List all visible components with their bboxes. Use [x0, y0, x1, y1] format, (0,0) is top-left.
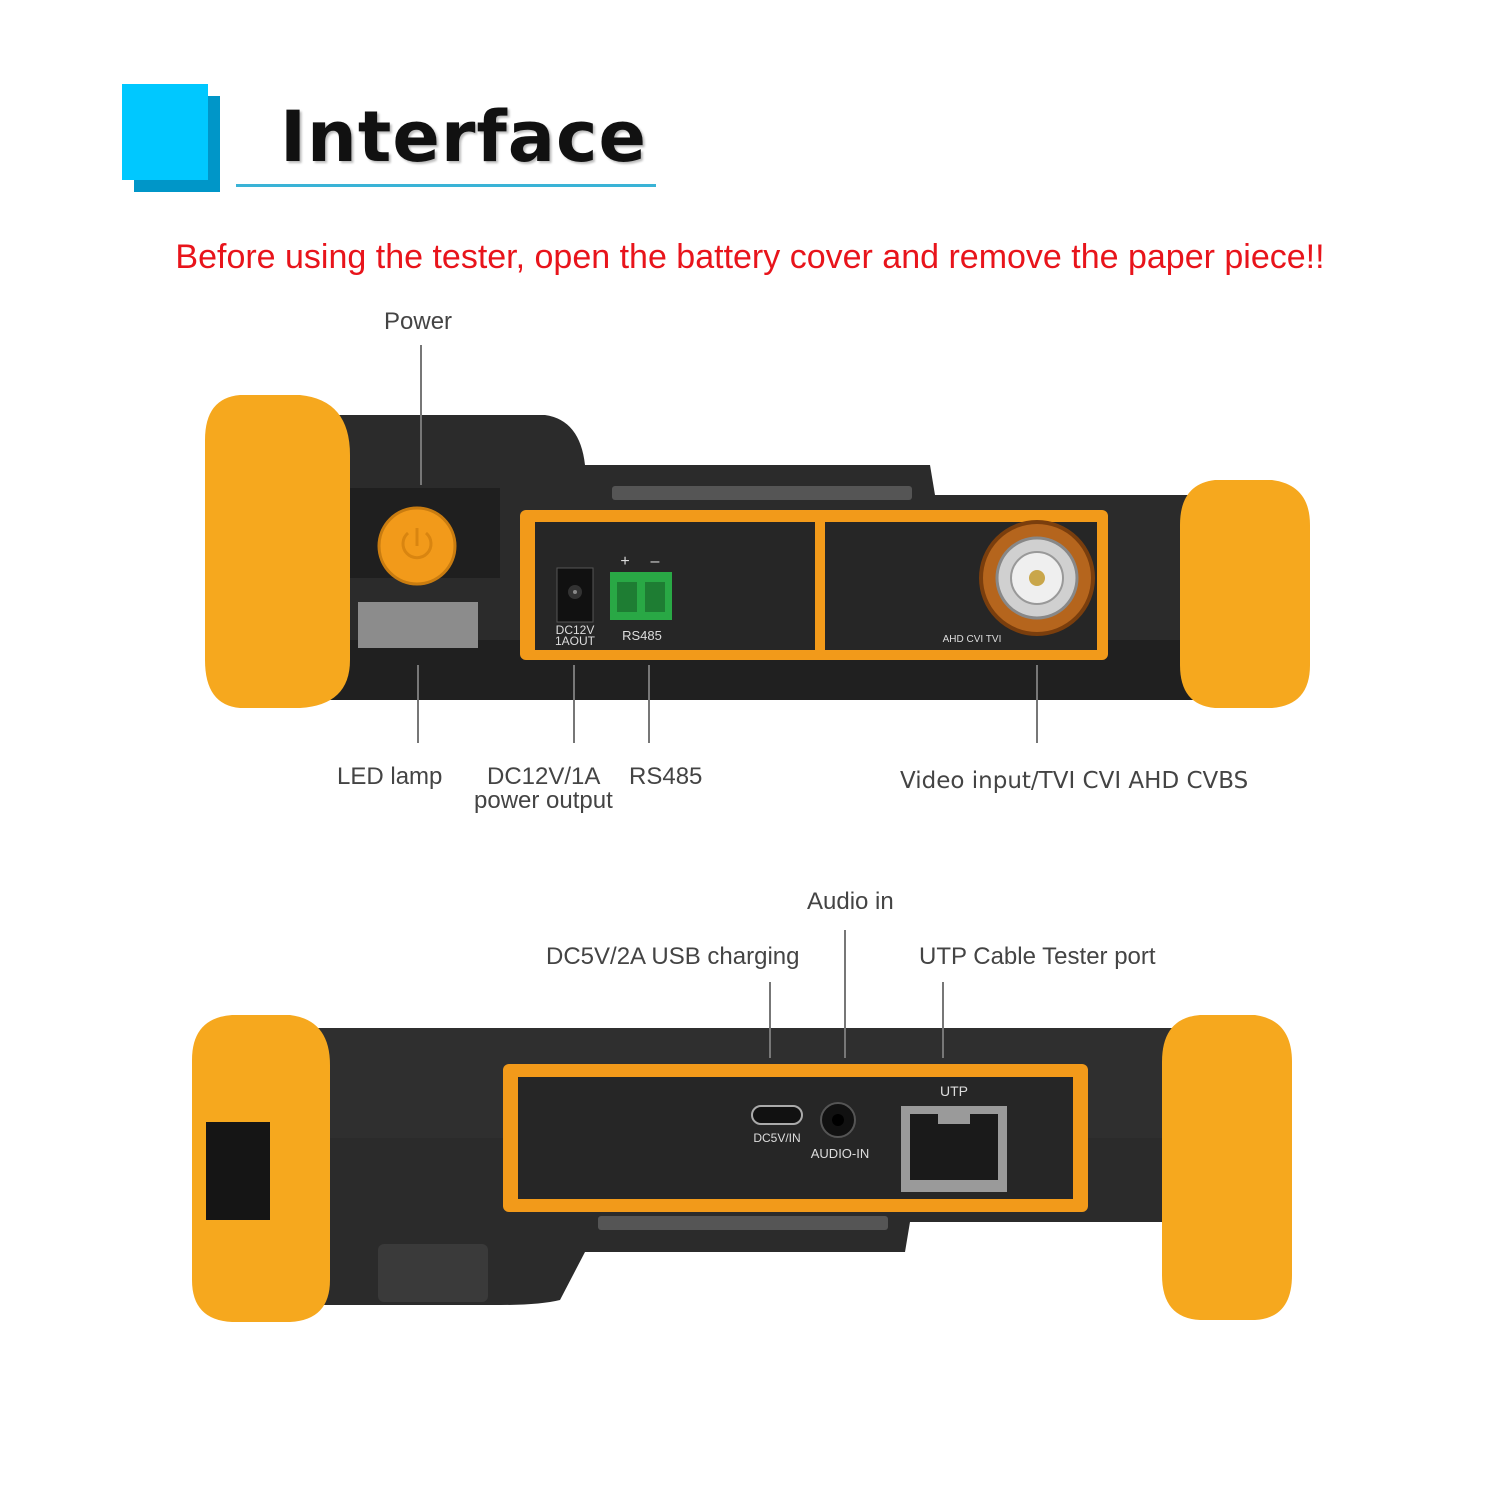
printed-audio: AUDIO-IN: [811, 1146, 870, 1161]
callout-video-input: Video input/TVI CVI AHD CVBS: [900, 768, 1249, 794]
lanyard-slot: [206, 1122, 270, 1220]
led-lamp: [358, 602, 478, 648]
callout-led-lamp: LED lamp: [337, 763, 443, 790]
power-icon: [401, 531, 433, 560]
title-decoration: [122, 84, 208, 180]
printed-dc-line2: 1AOUT: [555, 634, 596, 648]
printed-dc-line1: DC12V: [556, 623, 595, 637]
leader-power: [420, 345, 422, 485]
callout-usb-charging: DC5V/2A USB charging: [546, 943, 800, 970]
printed-utp: UTP: [940, 1083, 968, 1099]
bottom-device-slot: [598, 1216, 888, 1230]
callout-utp: UTP Cable Tester port: [919, 943, 1156, 970]
printed-minus: –: [651, 553, 660, 570]
printed-rs485: RS485: [622, 628, 662, 643]
right-bumper: [1180, 480, 1310, 708]
left-bumper: [205, 395, 350, 708]
page-title: Interface: [280, 96, 647, 178]
printed-bnc: AHD CVI TVI: [943, 634, 1002, 645]
leader-led-lamp: [417, 665, 419, 743]
usb-c-port: [751, 1105, 803, 1125]
printed-plus: +: [620, 553, 629, 570]
leader-audio-in: [844, 930, 846, 1058]
callout-audio-in: Audio in: [807, 888, 894, 915]
printed-usb: DC5V/IN: [753, 1131, 800, 1145]
stand: [378, 1244, 488, 1302]
callout-rs485: RS485: [629, 763, 703, 790]
callout-dc-output-line1: DC12V/1A: [487, 763, 601, 790]
callout-dc-output-line2: power output: [474, 787, 613, 814]
callout-power: Power: [384, 308, 453, 335]
right-bumper-bottom: [1162, 1015, 1292, 1320]
top-device-slot: [612, 486, 912, 500]
leader-usb-charging: [769, 982, 771, 1058]
leader-rs485: [648, 665, 650, 743]
top-device-illustration: DC12V 1AOUT + – RS485 AHD CVI TVI: [205, 395, 1310, 708]
leader-video-input: [1036, 665, 1038, 743]
bottom-device-illustration: DC5V/IN AUDIO-IN UTP: [192, 1015, 1292, 1322]
title-underline: [236, 184, 656, 187]
leader-dc-output: [573, 665, 575, 743]
warning-text: Before using the tester, open the batter…: [175, 238, 1325, 276]
leader-utp: [942, 982, 944, 1058]
